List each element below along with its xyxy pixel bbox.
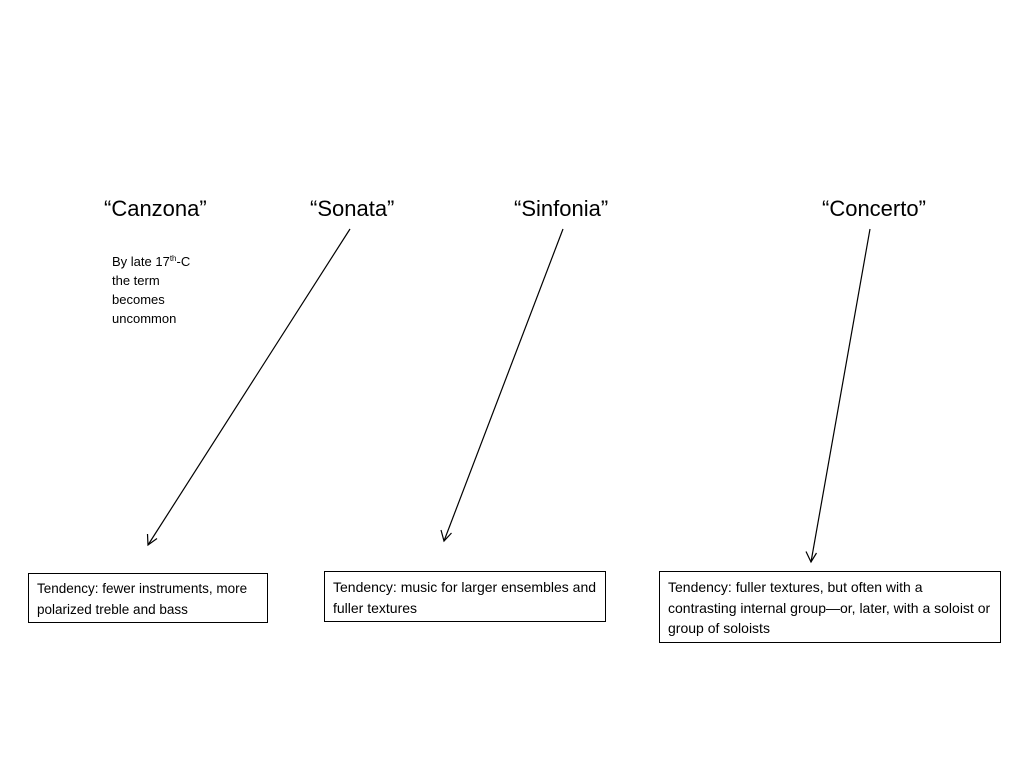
tendency-box-fewer-instruments: Tendency: fewer instruments, more polari…	[28, 573, 268, 623]
term-canzona: “Canzona”	[104, 196, 207, 221]
arrow-sonata-to-fewer-instruments	[146, 228, 351, 547]
canzona-note: By late 17th-C the term becomes uncommon	[112, 252, 222, 328]
tendency-box-contrasting-group: Tendency: fuller textures, but often wit…	[659, 571, 1001, 643]
term-concerto: “Concerto”	[822, 196, 926, 221]
canzona-note-superscript: th	[169, 254, 177, 263]
arrow-sinfonia-to-larger-ensembles	[440, 228, 564, 543]
canzona-note-line3: becomes	[112, 292, 165, 307]
canzona-note-line2: the term	[112, 273, 160, 288]
term-sonata: “Sonata”	[310, 196, 395, 221]
arrow-concerto-to-contrasting-group	[805, 228, 871, 564]
term-sinfonia: “Sinfonia”	[514, 196, 609, 221]
canzona-note-prefix: By late 17	[112, 254, 170, 269]
canzona-note-line4: uncommon	[112, 311, 177, 326]
tendency-box-larger-ensembles: Tendency: music for larger ensembles and…	[324, 571, 606, 622]
canzona-note-suffix: -C	[176, 254, 191, 269]
